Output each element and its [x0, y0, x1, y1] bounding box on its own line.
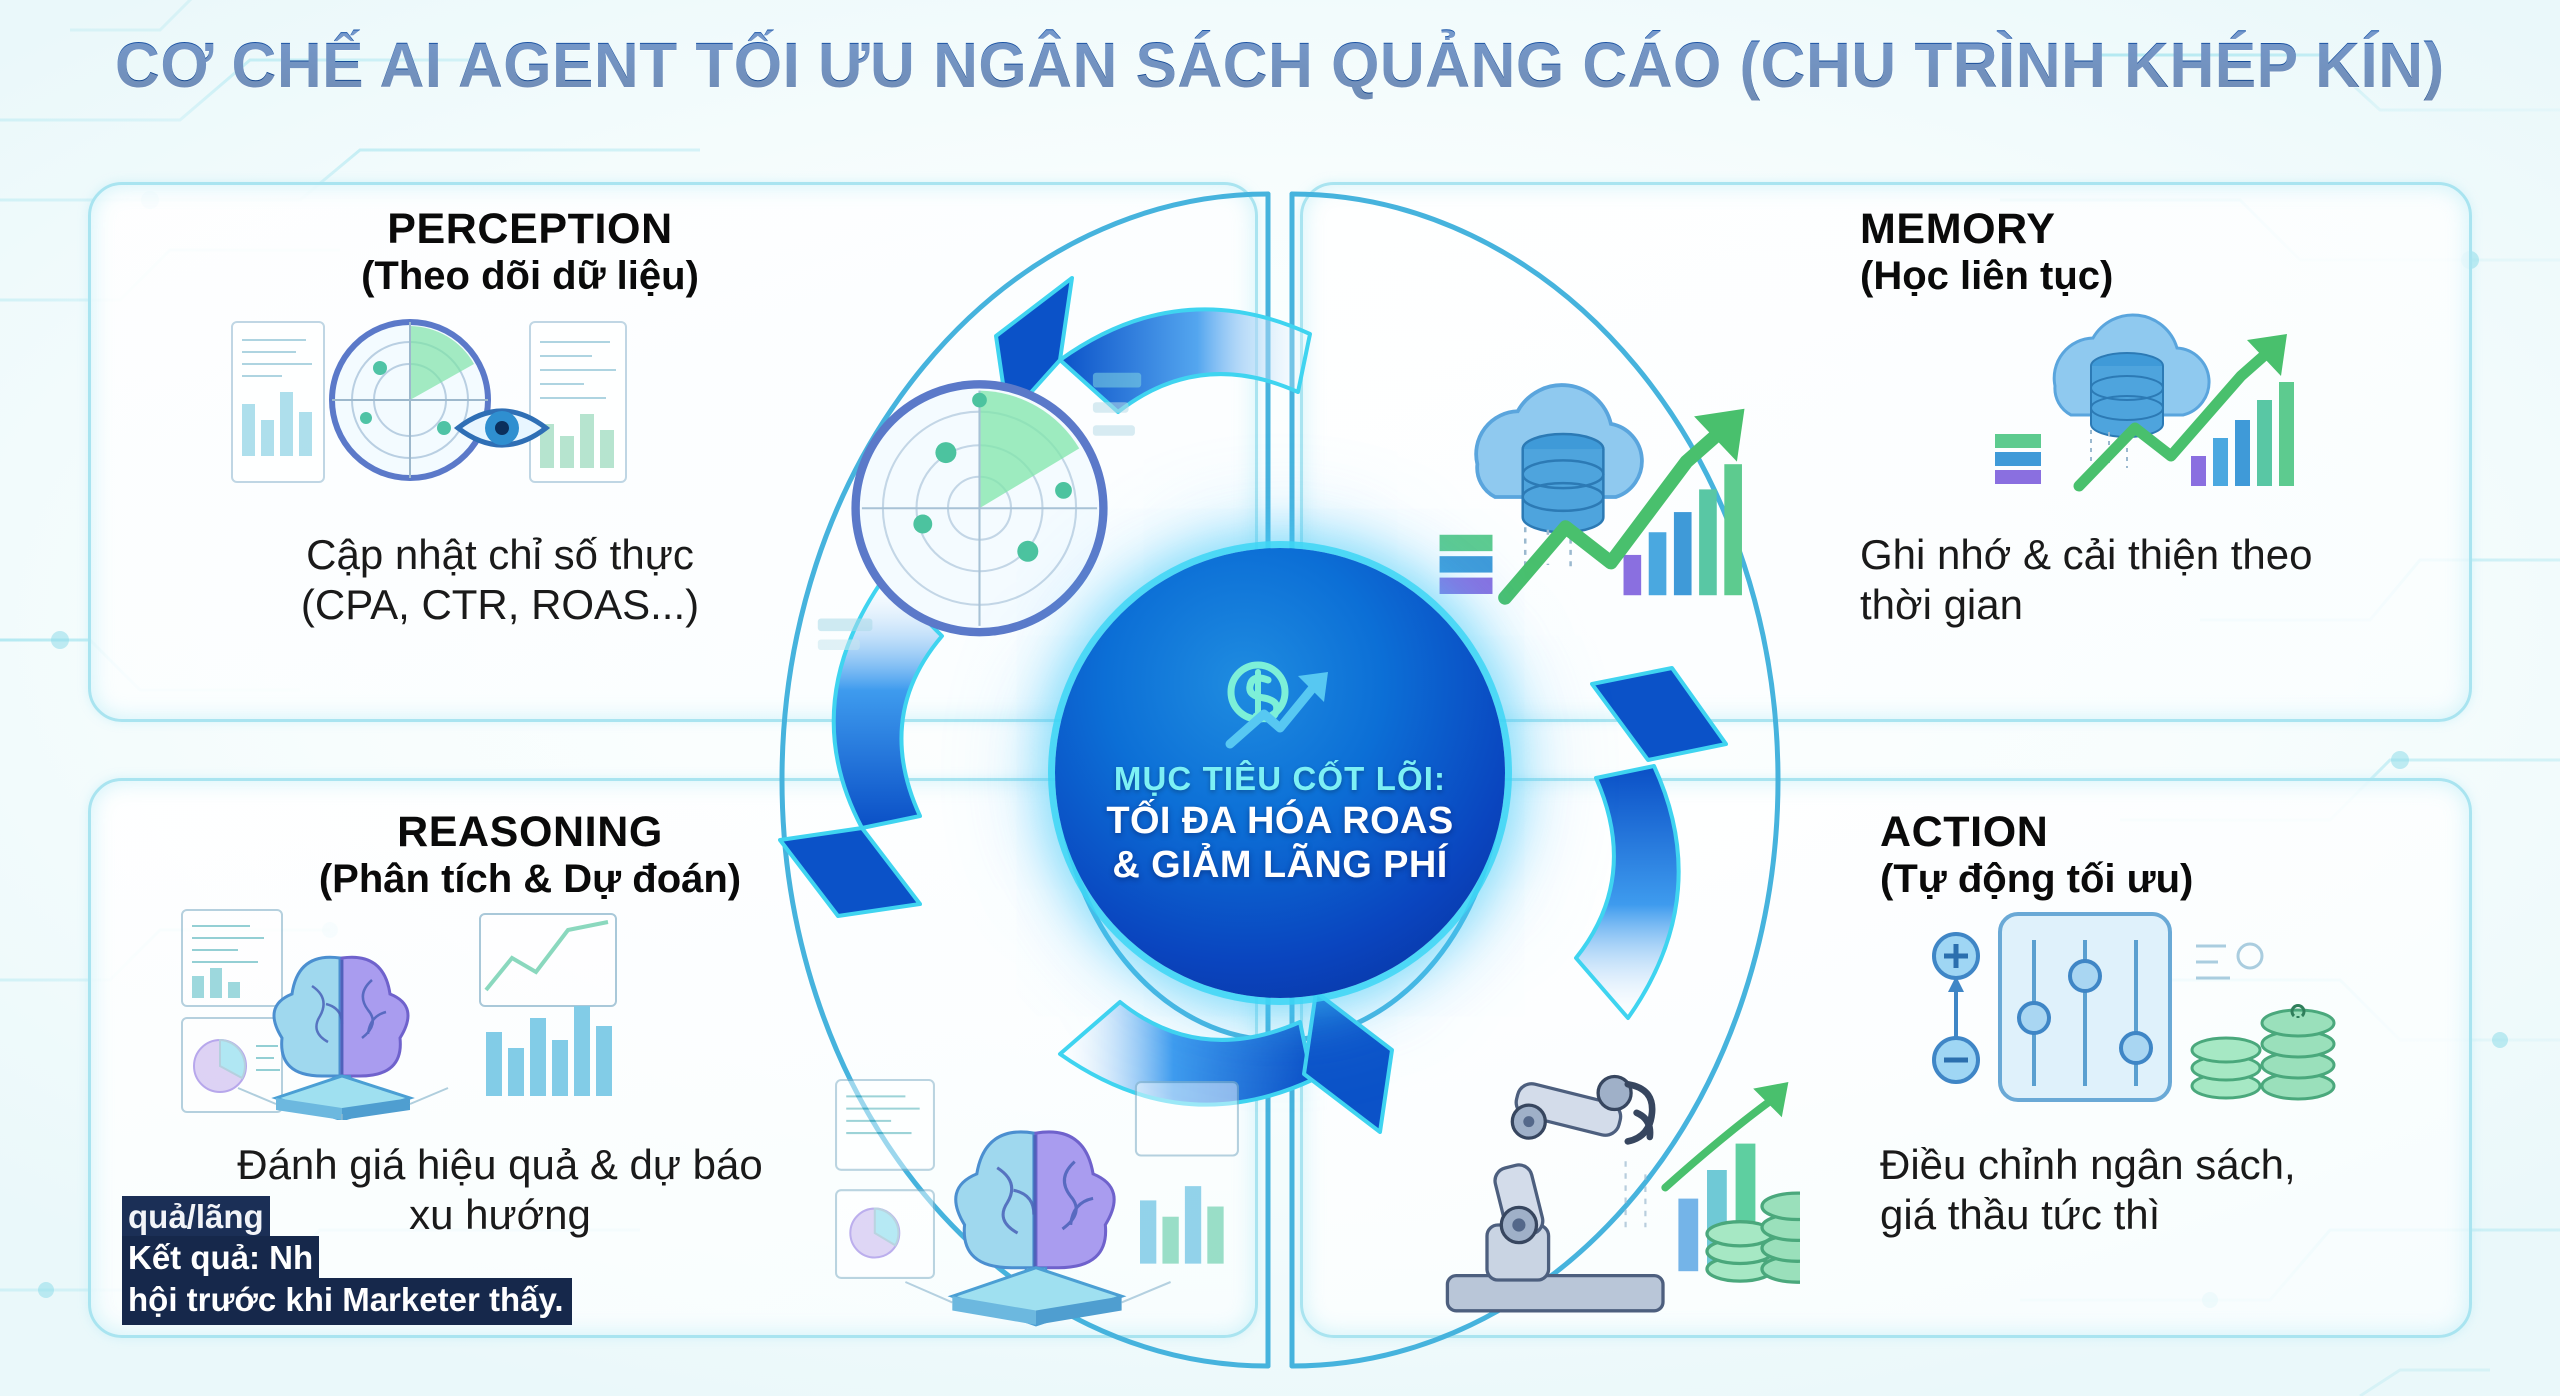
perception-title-vi: (Theo dõi dữ liệu) [361, 254, 699, 299]
title-container: CƠ CHẾ AI AGENT TỐI ƯU NGÂN SÁCH QUẢNG C… [0, 28, 2560, 102]
dollar-growth-arrow-icon [1225, 661, 1328, 749]
memory-title-vi: (Học liên tục) [1860, 254, 2114, 299]
core-line2: TỐI ĐA HÓA ROAS [1106, 799, 1454, 842]
caption-line-1: quả/lãng [122, 1196, 270, 1240]
curved-arrow-down [778, 576, 944, 918]
radar-dashboard-eye-icon [231, 319, 627, 483]
caption-line-3: hội trước khi Marketer thấy. [122, 1278, 572, 1325]
reasoning-heading: REASONING (Phân tích & Dự đoán) [110, 808, 950, 903]
ai-brain-chip-icon [835, 1079, 1239, 1327]
perception-body-line1: Cập nhật chỉ số thực [306, 531, 694, 578]
caption-line-2-bold: Kết quả: [128, 1239, 260, 1276]
memory-body-line1: Ghi nhớ & cải thiện theo [1860, 531, 2313, 578]
action-body-line1: Điều chỉnh ngân sách, [1880, 1141, 2296, 1188]
cloud-database-growth-chart-icon [1995, 313, 2294, 492]
core-goal-text: MỤC TIÊU CỐT LÕI: TỐI ĐA HÓA ROAS & GIẢM… [1106, 760, 1453, 889]
core-line3: & GIẢM LÃNG PHÍ [1112, 844, 1448, 887]
curved-arrow-right [1058, 990, 1394, 1134]
perception-body: Cập nhật chỉ số thực (CPA, CTR, ROAS...) [120, 530, 880, 631]
action-body: Điều chỉnh ngân sách, giá thầu tức thì [1880, 1140, 2560, 1241]
caption-line-2: Kết quả: Nh [122, 1236, 320, 1282]
memory-body-line2: thời gian [1860, 581, 2023, 629]
action-heading: ACTION (Tự động tối ưu) [1880, 808, 2560, 903]
core-line1: MỤC TIÊU CỐT LÕI: [1113, 759, 1447, 797]
radar-scan-icon [817, 372, 1142, 650]
memory-heading: MEMORY (Học liên tục) [1860, 205, 2560, 300]
perception-heading: PERCEPTION (Theo dõi dữ liệu) [120, 205, 940, 300]
perception-body-line2: (CPA, CTR, ROAS...) [300, 581, 700, 629]
core-goal-circle: MỤC TIÊU CỐT LÕI: TỐI ĐA HÓA ROAS & GIẢM… [1055, 548, 1505, 998]
action-body-line2: giá thầu tức thì [1880, 1191, 2161, 1239]
perception-title-en: PERCEPTION [387, 205, 673, 253]
reasoning-title-vi: (Phân tích & Dự đoán) [318, 857, 742, 902]
reasoning-body-line1: Đánh giá hiệu quả & dự báo [237, 1141, 763, 1188]
action-title-en: ACTION [1880, 808, 2049, 856]
action-title-vi: (Tự động tối ưu) [1880, 857, 2194, 902]
cloud-data-chart-icon [1439, 383, 1745, 605]
cycle-ring-diagram [778, 191, 1800, 1369]
brain-analytics-icon [181, 909, 617, 1120]
reasoning-title-en: REASONING [397, 808, 663, 856]
curved-arrow-up [1574, 666, 1728, 1020]
memory-body: Ghi nhớ & cải thiện theo thời gian [1860, 530, 2560, 631]
memory-title-en: MEMORY [1860, 205, 2056, 253]
card-memory [1300, 182, 2472, 722]
page-title: CƠ CHẾ AI AGENT TỐI ƯU NGÂN SÁCH QUẢNG C… [115, 29, 2445, 101]
sliders-budget-coins-icon [1932, 912, 2336, 1102]
robot-arm-coins-icon [1445, 1074, 1800, 1313]
curved-arrow-left [994, 276, 1312, 420]
caption-line-2-rest: Nh [260, 1239, 314, 1276]
